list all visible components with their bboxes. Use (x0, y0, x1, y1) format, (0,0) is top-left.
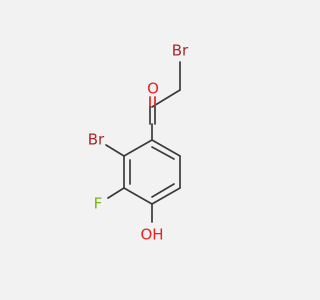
bond-ch2-carbonyl (151, 89, 181, 108)
bond-ring-c6-c1 (151, 139, 181, 157)
bond-ring-br (105, 144, 125, 157)
atom-oh: OH (140, 226, 163, 244)
molecule-canvas: Br O Br F OH (87, 41, 190, 244)
bond-ring-c3-c4 (123, 187, 153, 205)
atom-labels: Br O Br F OH (88, 42, 189, 244)
atom-o-carbonyl: O (147, 80, 159, 98)
bond-ring-c6-c1-inner (151, 146, 175, 160)
atom-br-top: Br (172, 42, 189, 60)
bond-ring-c4-c5 (151, 187, 181, 205)
atom-br-ring: Br (88, 131, 105, 149)
bond-ring-c1-c2 (123, 139, 153, 157)
bond-ring-c4-c5-inner (151, 183, 175, 198)
atom-f-ring: F (94, 195, 103, 213)
bond-ring-f (107, 187, 125, 199)
bonds (105, 61, 181, 223)
molecule-structure: Br O Br F OH (88, 42, 189, 244)
